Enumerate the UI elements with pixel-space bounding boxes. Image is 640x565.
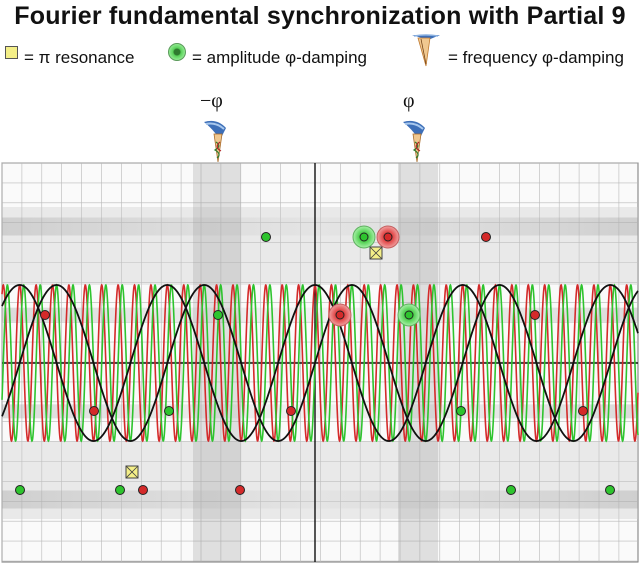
legend-resonance-label: = π resonance [24,48,135,67]
amplitude-damping-core [359,232,369,242]
red-dot [286,406,296,416]
cone-highlight [404,122,424,130]
amplitude-damping-circle-icon [168,43,186,61]
resonance-square [369,246,383,260]
red-dot [578,406,588,416]
resonance-cross [369,246,383,260]
red-dot [530,310,540,320]
frequency-cones [204,120,425,163]
frequency-damping-cone-icon [412,34,440,67]
green-dot [115,485,125,495]
amplitude-damping-core [383,232,393,242]
frequency-damping-cone-icon [204,120,226,163]
page-title: Fourier fundamental synchronization with… [14,2,626,30]
damping-band [2,217,638,236]
green-dot [456,406,466,416]
cone-highlight [205,122,225,130]
curve-cosx [1,284,639,442]
resonance-square [125,465,139,479]
green-dot [506,485,516,495]
amplitude-damping-core [335,310,345,320]
resonance-cross [125,465,139,479]
red-dot [138,485,148,495]
curve-sinx [1,284,639,442]
frequency-damping-cone-icon [403,120,425,163]
cone-wave-red [415,141,421,152]
curve-cos9x [1,283,639,443]
resonance-markers [125,246,383,479]
curves [1,283,639,443]
green-dot [261,232,271,242]
cone-wave-red [216,141,222,152]
plot-area [1,120,639,563]
green-dot [605,485,615,495]
green-dot [213,310,223,320]
legend-frequency-label: = frequency φ-damping [448,48,624,67]
intersection-dots [15,232,615,495]
curve-sin9x [1,283,639,443]
legend: = π resonance = amplitude φ-damping = fr… [0,34,640,74]
red-dot [481,232,491,242]
red-dot [89,406,99,416]
amplitude-damping-core [404,310,414,320]
damping-markers [328,225,421,327]
green-dot [164,406,174,416]
red-dot [235,485,245,495]
green-dot [15,485,25,495]
red-dot [40,310,50,320]
resonance-square-icon [5,46,18,59]
neg-phi-label: −φ [200,90,223,112]
amplitude-bands [2,207,638,519]
damping-band [2,490,638,509]
pos-phi-label: φ [403,90,415,112]
legend-amplitude-label: = amplitude φ-damping [192,48,367,67]
